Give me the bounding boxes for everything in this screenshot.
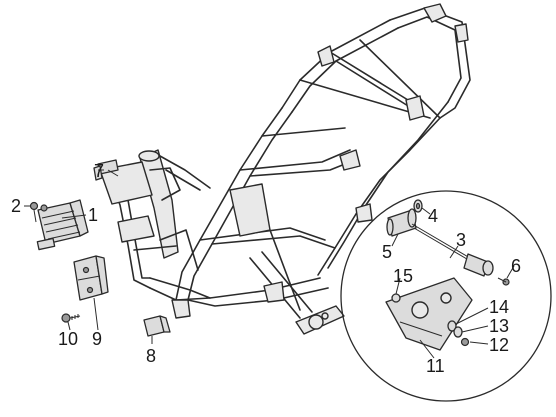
part-13-washer <box>453 326 463 338</box>
callout-13: 13 <box>489 316 509 336</box>
part-2-screw <box>29 201 39 223</box>
callout-8: 8 <box>146 346 156 366</box>
callout-labels: 1 2 3 4 5 6 7 8 9 10 11 12 13 14 15 <box>11 161 521 376</box>
callout-10: 10 <box>58 329 78 349</box>
part-12-screw <box>460 337 470 347</box>
part-3-rod-sensor <box>411 223 494 277</box>
part-11-mounting-plate <box>385 277 473 351</box>
leader-lines <box>24 169 515 359</box>
callout-4: 4 <box>428 206 438 226</box>
part-6-screw <box>497 277 510 286</box>
callout-3: 3 <box>456 230 466 250</box>
callout-9: 9 <box>92 329 102 349</box>
callout-5: 5 <box>382 242 392 262</box>
part-1-voltage-regulator <box>36 199 89 251</box>
callout-6: 6 <box>511 256 521 276</box>
callout-7: 7 <box>94 161 104 181</box>
detail-magnified-view <box>340 190 552 402</box>
scooter-frame <box>99 3 471 335</box>
callout-11: 11 <box>426 356 445 376</box>
part-9-bracket <box>73 255 109 301</box>
part-15-screw <box>391 293 401 303</box>
part-5-cylinder <box>386 208 417 237</box>
part-10-screw <box>61 313 81 323</box>
callout-12: 12 <box>489 335 509 355</box>
part-4-washer <box>413 199 423 213</box>
callout-2: 2 <box>11 196 21 216</box>
callout-1: 1 <box>88 205 98 225</box>
part-8-connector <box>143 315 171 337</box>
callout-15: 15 <box>393 266 413 286</box>
part-14-washer <box>447 320 457 332</box>
callout-14: 14 <box>489 297 509 317</box>
